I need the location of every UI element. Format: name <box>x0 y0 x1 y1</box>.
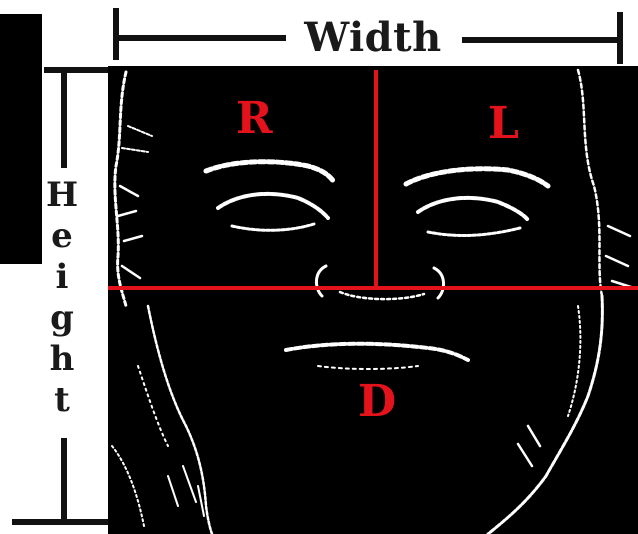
height-letter: h <box>40 339 84 380</box>
region-divider-lines <box>108 70 638 288</box>
region-label-lower: D <box>358 380 396 424</box>
region-label-right: R <box>236 97 273 141</box>
height-letter: H <box>40 175 84 216</box>
height-letter: e <box>40 216 84 257</box>
height-label: H e i g h t <box>40 175 84 421</box>
width-label: Width <box>288 14 458 62</box>
height-letter: i <box>40 257 84 298</box>
height-letter: t <box>40 380 84 421</box>
height-letter: g <box>40 298 84 339</box>
region-label-left: L <box>488 102 519 146</box>
